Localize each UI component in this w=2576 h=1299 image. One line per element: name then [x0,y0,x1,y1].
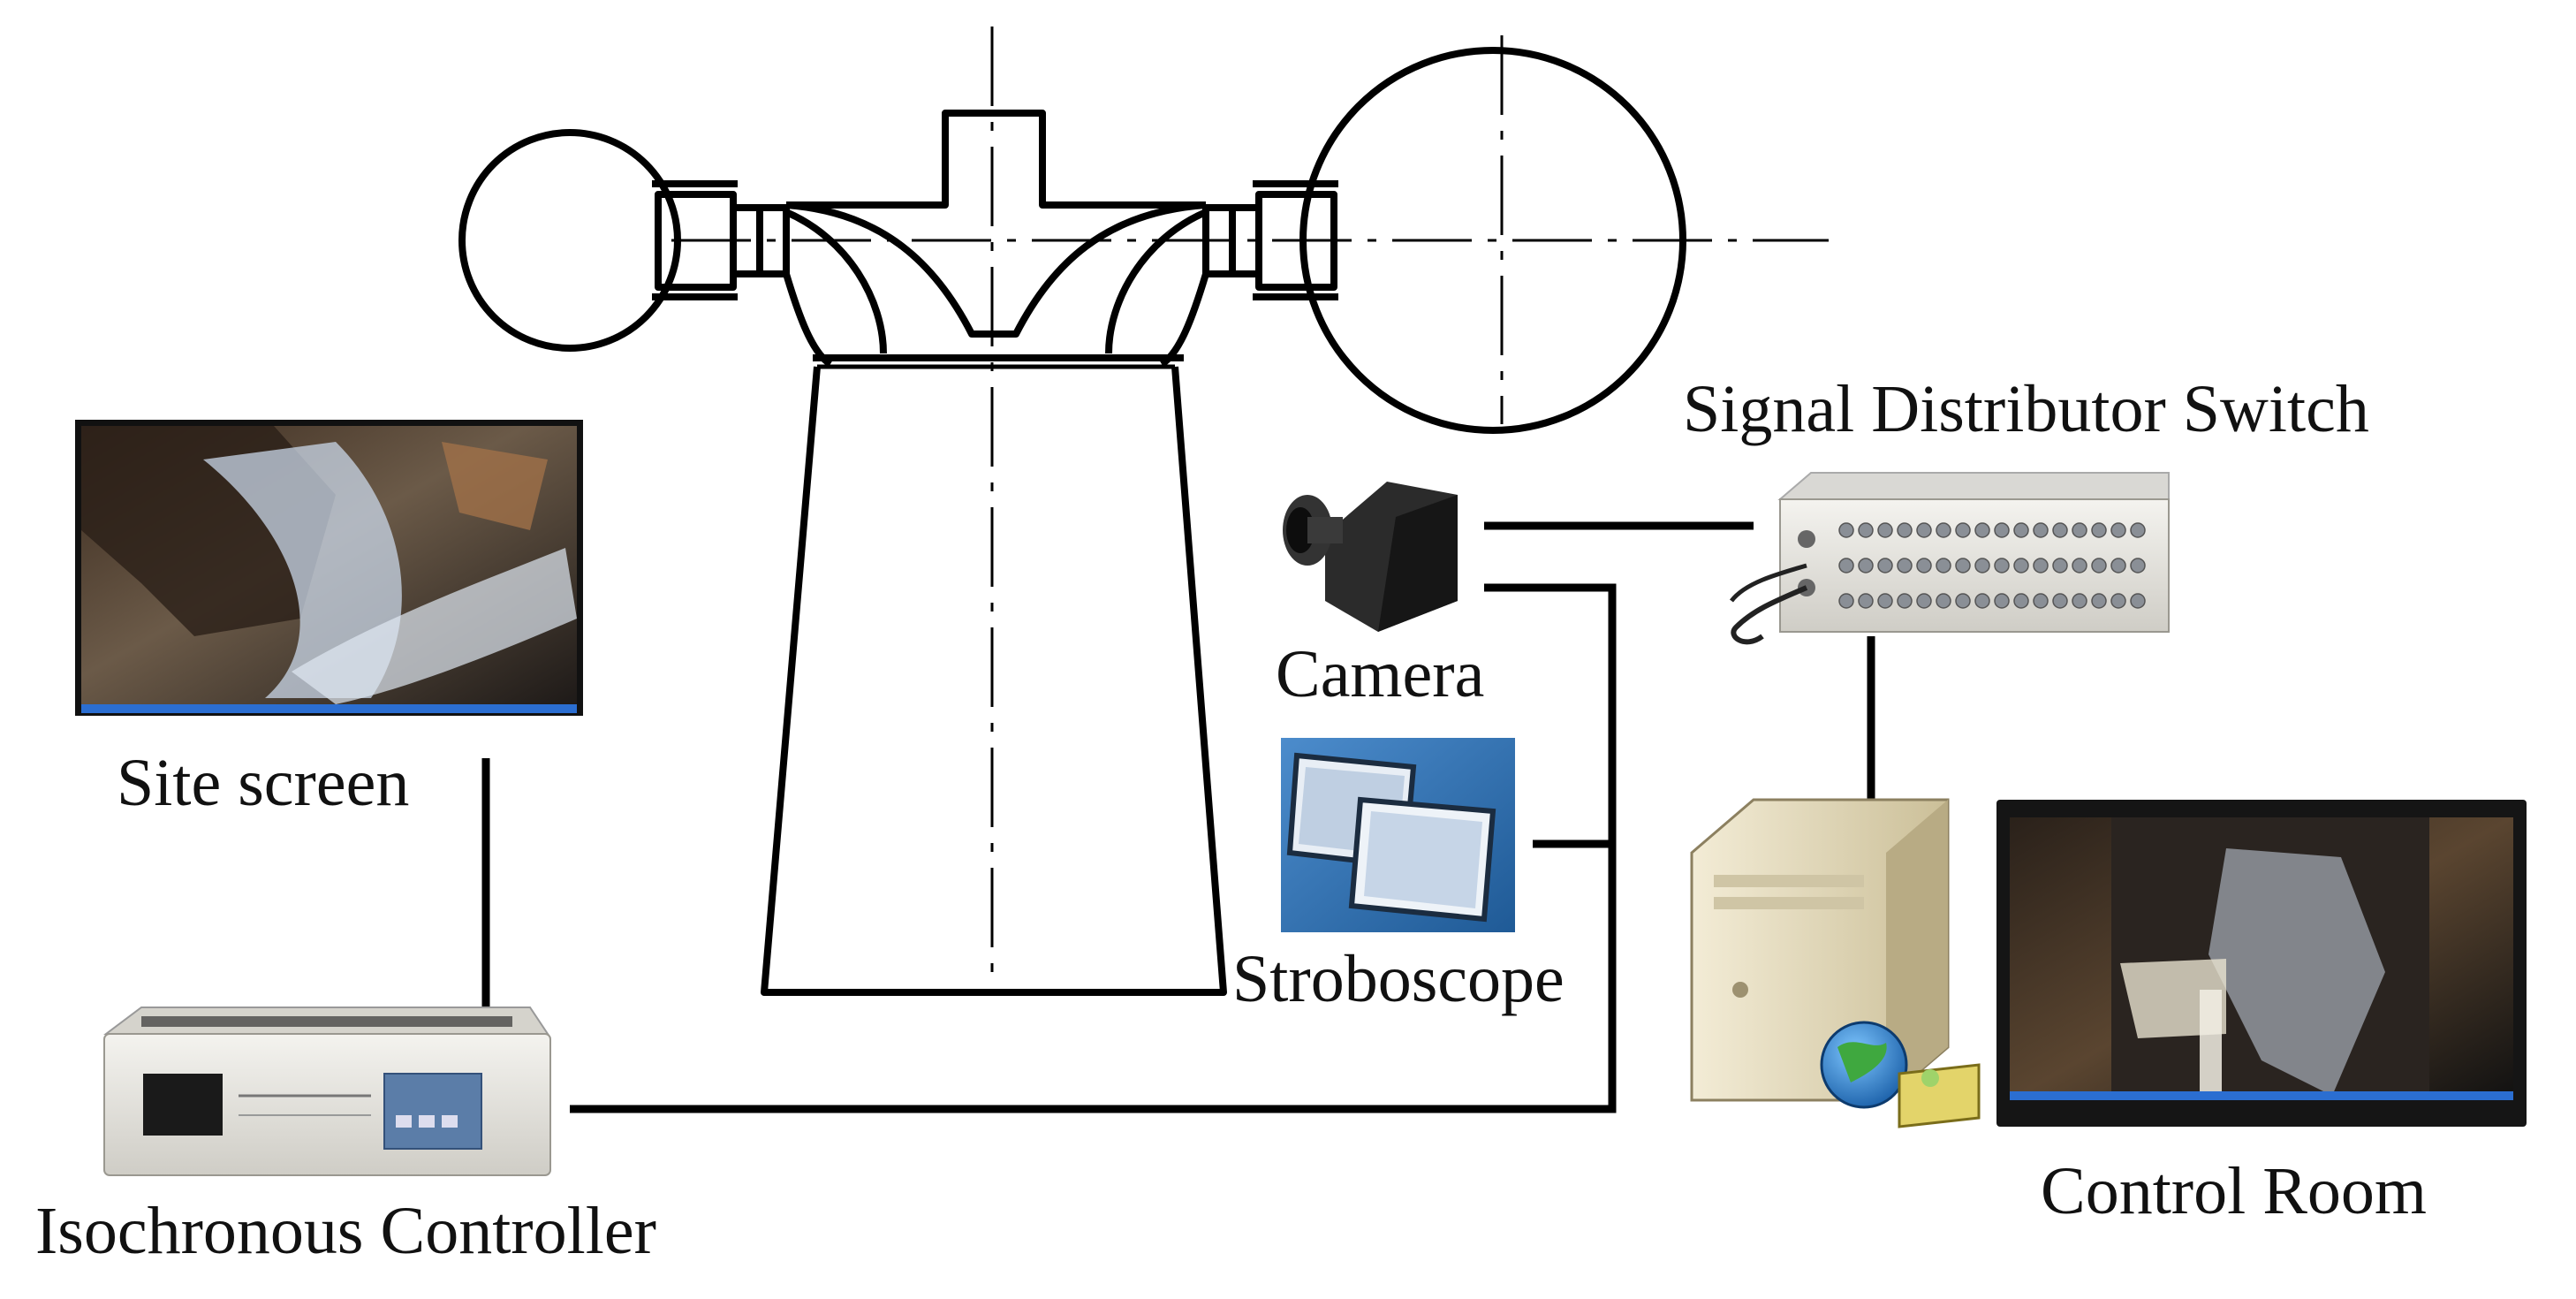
switch-port [1838,593,1854,609]
switch-port [1994,522,2010,538]
label-camera: Camera [1276,637,1485,711]
switch-port [1877,522,1893,538]
isochronous-controller-device [103,1007,551,1176]
switch-port [1974,558,1990,574]
switch-port [2091,522,2107,538]
switch-port [2091,593,2107,609]
switch-port [2052,558,2068,574]
site-screen [75,420,583,716]
switch-port [2110,593,2126,609]
switch-port [1858,593,1874,609]
control-room-monitor [1996,800,2527,1127]
switch-port [1897,522,1913,538]
switch-port [2033,593,2049,609]
runner-crown [785,201,1207,338]
switch-port [1897,593,1913,609]
label-site-screen: Site screen [117,746,410,820]
signal-distributor-switch-device [1730,472,2170,645]
switch-port [2072,558,2087,574]
switch-port [2033,558,2049,574]
switch-port [2013,522,2029,538]
turbine-drawing [458,27,1829,996]
switch-port [1955,558,1971,574]
shaft-top [786,110,1206,209]
switch-port [1955,522,1971,538]
switch-port [1916,593,1932,609]
switch-port [1838,522,1854,538]
switch-port [1955,593,1971,609]
switch-port [1838,558,1854,574]
switch-port [2110,558,2126,574]
switch-port [2072,522,2087,538]
switch-ports [1838,522,2146,609]
switch-port [1897,558,1913,574]
switch-port [1916,558,1932,574]
label-signal-distributor-switch: Signal Distributor Switch [1683,372,2369,446]
switch-port [1936,593,1951,609]
switch-port [2072,593,2087,609]
label-stroboscope: Stroboscope [1232,942,1565,1016]
switch-port [1974,522,1990,538]
switch-port [1877,593,1893,609]
switch-port [1974,593,1990,609]
connection-lines [481,521,1875,1113]
switch-port [2013,558,2029,574]
switch-port [1994,593,2010,609]
switch-port [2130,558,2146,574]
switch-port [1916,522,1932,538]
switch-port [1877,558,1893,574]
camera-device [1283,482,1458,632]
switch-port [2130,522,2146,538]
switch-port [1858,522,1874,538]
right-casing-circle [1299,47,1686,434]
switch-port [1858,558,1874,574]
switch-port [2110,522,2126,538]
switch-port [2052,522,2068,538]
switch-port [2130,593,2146,609]
stroboscope-device [1281,738,1515,932]
switch-port [1936,522,1951,538]
control-room-computer [1690,798,1981,1128]
switch-port [2052,593,2068,609]
line-controller-bus [570,583,1617,1113]
switch-port [1994,558,2010,574]
label-control-room: Control Room [2041,1154,2428,1228]
switch-port [2013,593,2029,609]
switch-port [2091,558,2107,574]
switch-port [2033,522,2049,538]
label-isochronous-controller: Isochronous Controller [35,1194,656,1268]
draft-tube [761,366,1227,996]
switch-port [1936,558,1951,574]
left-casing-circle [458,129,681,352]
